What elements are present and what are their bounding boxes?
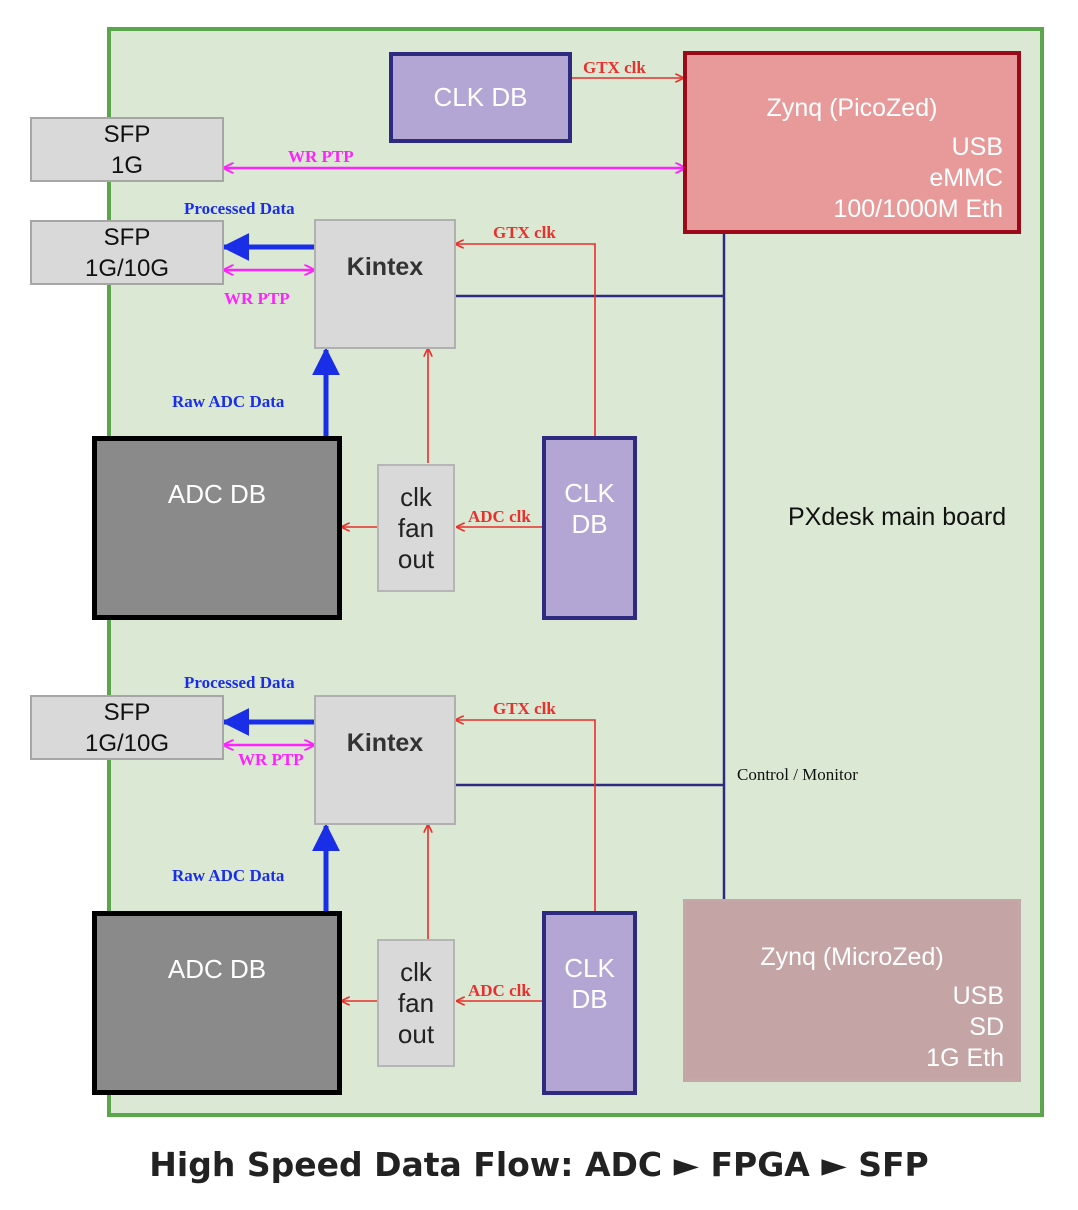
- zynq-microzed-eth: 1G Eth: [926, 1044, 1004, 1072]
- sfp-1g-label: SFP: [103, 120, 151, 148]
- zynq-microzed: Zynq (MicroZed) USB SD 1G Eth: [683, 899, 1021, 1082]
- kintex-2: Kintex: [314, 695, 456, 825]
- zynq-picozed-eth: 100/1000M Eth: [833, 195, 1003, 223]
- zynq-microzed-title: Zynq (MicroZed): [760, 943, 944, 971]
- zynq-picozed: Zynq (PicoZed) USB eMMC 100/1000M Eth: [683, 51, 1021, 234]
- wr-ptp-label-1g: WR PTP: [288, 147, 354, 166]
- sfp-1g: SFP 1G: [30, 117, 224, 182]
- clk-fan-out-1-line3: out: [397, 543, 435, 574]
- raw-adc-data-label-2: Raw ADC Data: [172, 866, 285, 885]
- board-label: PXdesk main board: [788, 503, 1007, 531]
- clk-db-top-label: CLK DB: [433, 82, 528, 112]
- clk-db-2: CLK DB: [542, 911, 637, 1095]
- adc-db-1-label: ADC DB: [167, 479, 267, 509]
- clk-db-top: CLK DB: [389, 52, 572, 143]
- clk-fan-out-2-line1: clk: [400, 956, 432, 987]
- adc-db-1: ADC DB: [92, 436, 342, 620]
- sfp-10g-1-speed: 1G/10G: [84, 254, 170, 282]
- sfp-10g-2-label: SFP: [103, 698, 151, 726]
- clk-fan-out-2: clk fan out: [377, 939, 455, 1067]
- wr-ptp-label-1: WR PTP: [224, 289, 290, 308]
- gtx-clk-label-1: GTX clk: [493, 223, 556, 242]
- channel-2-wires: [221, 708, 596, 1001]
- zynq-picozed-title: Zynq (PicoZed): [766, 94, 938, 122]
- gtx-clk-label-2: GTX clk: [493, 699, 556, 718]
- adc-clk-label-2: ADC clk: [468, 981, 531, 1000]
- zynq-microzed-usb: USB: [952, 982, 1004, 1010]
- kintex-1: Kintex: [314, 219, 456, 349]
- figure-caption: High Speed Data Flow: ADC ► FPGA ► SFP: [149, 1145, 929, 1184]
- control-bus: [454, 233, 726, 900]
- kintex-2-label: Kintex: [346, 729, 424, 757]
- kintex-1-label: Kintex: [346, 253, 424, 281]
- sfp-10g-1: SFP 1G/10G: [30, 220, 224, 285]
- raw-adc-data-label-1: Raw ADC Data: [172, 392, 285, 411]
- zynq-microzed-sd: SD: [969, 1013, 1004, 1041]
- zynq-picozed-usb: USB: [951, 133, 1003, 161]
- clk-db-2-line1: CLK: [564, 953, 615, 983]
- clk-fan-out-1-line1: clk: [400, 481, 432, 512]
- clk-db-1-line1: CLK: [564, 478, 615, 508]
- adc-clk-label-1: ADC clk: [468, 507, 531, 526]
- sfp-10g-1-label: SFP: [103, 223, 151, 251]
- wr-ptp-label-2: WR PTP: [238, 750, 304, 769]
- clk-db-2-line2: DB: [571, 984, 608, 1014]
- clk-fan-out-1: clk fan out: [377, 464, 455, 592]
- adc-db-2: ADC DB: [92, 911, 342, 1095]
- control-monitor-label: Control / Monitor: [737, 765, 858, 784]
- clk-fan-out-2-line2: fan: [397, 987, 435, 1018]
- clk-db-1: CLK DB: [542, 436, 637, 620]
- gtx-clk-label-top: GTX clk: [583, 58, 646, 77]
- sfp-10g-2-speed: 1G/10G: [84, 729, 170, 757]
- zynq-picozed-emmc: eMMC: [929, 164, 1003, 192]
- sfp-10g-2: SFP 1G/10G: [30, 695, 224, 760]
- clk-fan-out-2-line3: out: [397, 1018, 435, 1049]
- clk-fan-out-1-line2: fan: [397, 512, 435, 543]
- channel-1-wires: [221, 233, 596, 527]
- processed-data-label-2: Processed Data: [184, 673, 295, 692]
- adc-db-2-label: ADC DB: [167, 954, 267, 984]
- clk-db-1-line2: DB: [571, 509, 608, 539]
- sfp-1g-speed: 1G: [110, 151, 143, 179]
- processed-data-label-1: Processed Data: [184, 199, 295, 218]
